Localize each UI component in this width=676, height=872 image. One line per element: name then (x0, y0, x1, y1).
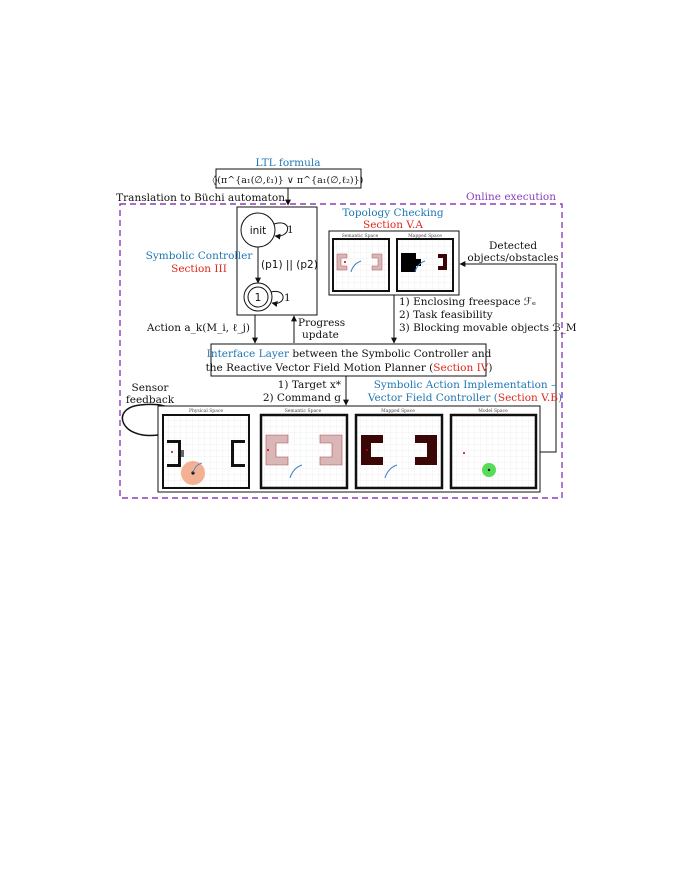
semantic-space-panel: Semantic Space (259, 408, 349, 490)
symbolic-controller-section: Section III (171, 263, 227, 275)
interface-line1: Interface Layer between the Symbolic Con… (207, 348, 492, 360)
init-self-loop-label: 1 (287, 224, 294, 236)
final-state-inner (247, 286, 269, 308)
feedback-to-topology-arrow (459, 261, 557, 453)
interface-title: Interface Layer (207, 348, 290, 360)
topology-panel-title-mapped: Mapped Space (408, 233, 442, 239)
model-goal (463, 452, 465, 454)
online-execution-label: Online execution (466, 191, 556, 203)
sensor-line1: Sensor (132, 382, 170, 394)
implementation-line2-text: Vector Field Controller ( (367, 392, 498, 404)
ltl-title: LTL formula (256, 157, 321, 169)
online-execution-frame (119, 203, 563, 499)
semantic-big-obstacle-left (265, 434, 289, 466)
mapped-big-obstacle-right (415, 435, 437, 465)
init-state-label: init (250, 225, 267, 237)
semantic-big-path (289, 464, 303, 479)
mapped-big-obstacle-left (361, 435, 383, 465)
semantic-path (350, 260, 362, 273)
mapped-obstacle-left (401, 253, 421, 272)
semantic-big-goal (267, 449, 269, 451)
semantic-goal (344, 261, 346, 263)
progress-line1: Progress (298, 317, 345, 329)
interface-section: Section IV (433, 362, 488, 374)
command-line: 2) Command g (263, 392, 341, 404)
target-line: 1) Target x* (278, 379, 342, 391)
sensor-line2: feedback (126, 394, 175, 406)
topology-panel-title-semantic: Semantic Space (342, 233, 379, 239)
init-self-loop (273, 222, 289, 240)
implementation-line1: Symbolic Action Implementation – (374, 379, 557, 391)
implementation-line2: Vector Field Controller (Section V.B) (367, 392, 562, 404)
panel-title-physical: Physical Space (189, 408, 223, 414)
implementation-section: Section V.B (498, 392, 558, 404)
check-line1: 1) Enclosing freespace ℱₑ (399, 296, 536, 308)
model-map (449, 413, 538, 490)
detected-line2: objects/obstacles (467, 252, 558, 264)
model-space-panel: Model Space (449, 408, 538, 490)
physical-goal (171, 451, 173, 453)
physical-door-left (181, 450, 184, 457)
final-state-label: 1 (255, 292, 262, 304)
mapped-path (414, 260, 426, 273)
interface-layer-box (210, 343, 487, 377)
topology-mapped-panel: Mapped Space (396, 233, 454, 292)
semantic-obstacle-right (371, 253, 383, 271)
panel-title-model: Model Space (478, 408, 508, 414)
physical-path (192, 462, 203, 474)
implementation-close: ) (558, 392, 562, 404)
physical-space-panel: Physical Space (162, 408, 250, 489)
physical-obstacle-right (231, 440, 245, 467)
mapped-obstacle-right (438, 254, 447, 270)
semantic-obstacle-left (336, 253, 348, 271)
symbolic-controller-title: Symbolic Controller (146, 250, 254, 262)
topology-section: Section V.A (363, 219, 423, 231)
topology-semantic-panel: Semantic Space (332, 233, 390, 292)
final-self-loop-label: 1 (284, 292, 291, 304)
panel-title-semantic: Semantic Space (285, 408, 322, 414)
ltl-formula: ◊(π^{a₁(∅,ℓ₁)} ∨ π^{a₁(∅,ℓ₂)}) (213, 175, 364, 186)
physical-obstacle-left (167, 440, 181, 467)
check-line2: 2) Task feasibility (399, 309, 493, 321)
panel-title-mapped: Mapped Space (381, 408, 415, 414)
interface-line2: the Reactive Vector Field Motion Planner… (206, 362, 493, 374)
translation-label: Translation to Büchi automaton (116, 192, 285, 204)
final-self-loop (270, 290, 284, 307)
topology-title: Topology Checking (342, 207, 444, 219)
physical-map (162, 414, 250, 489)
check-line3: 3) Blocking movable objects ℬ_M (399, 322, 577, 334)
semantic-big-obstacle-right (319, 434, 343, 466)
transition-label: (p1) || (p2) (261, 259, 318, 271)
mapped-space-panel: Mapped Space (354, 408, 444, 490)
interface-line2-text: the Reactive Vector Field Motion Planner… (206, 362, 434, 374)
detected-line1: Detected (489, 240, 537, 252)
model-robot-center (487, 468, 491, 472)
mapped-big-goal (366, 449, 368, 451)
progress-line2: update (302, 329, 339, 341)
interface-close: ) (488, 362, 492, 374)
mapped-big-path (384, 464, 398, 479)
action-label: Action a_k(M_i, ℓ_j) (146, 322, 250, 334)
interface-line1-rest: between the Symbolic Controller and (289, 348, 492, 360)
